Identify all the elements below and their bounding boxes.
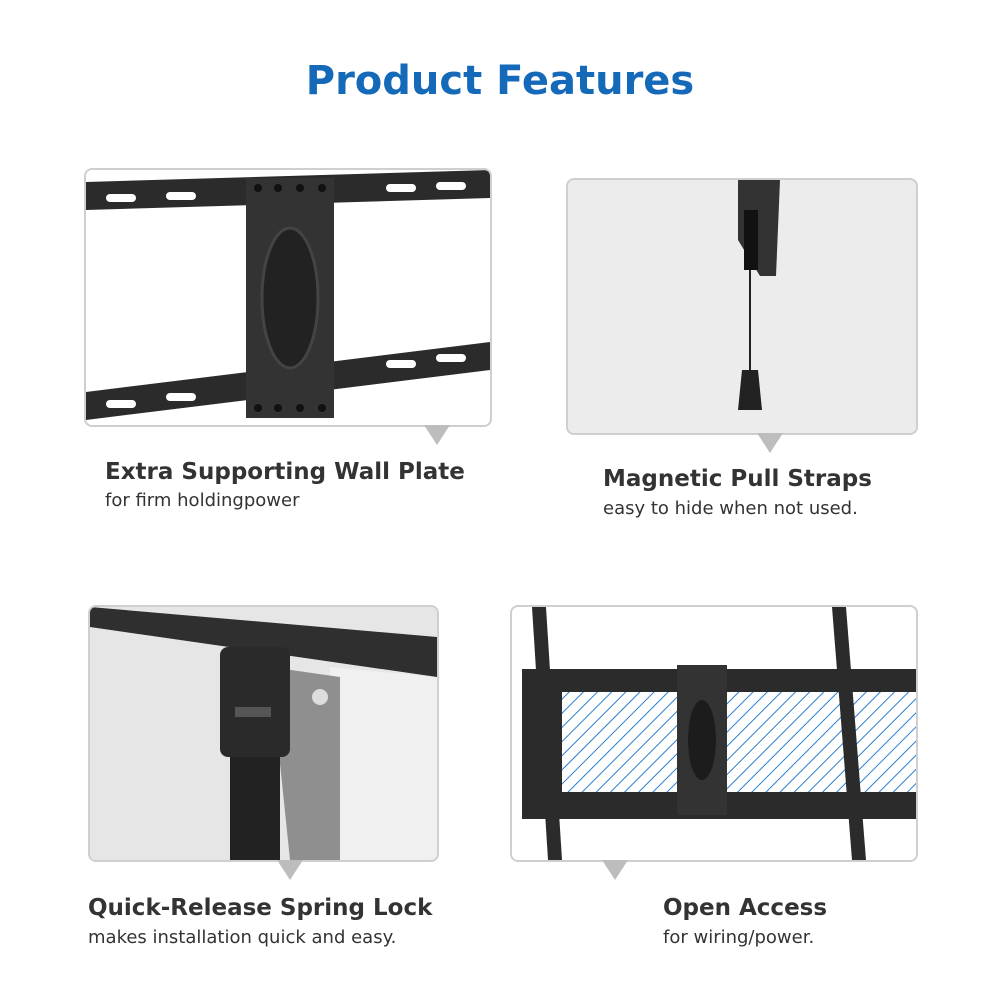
pointer-icon [424, 425, 450, 445]
feature-subtitle: makes installation quick and easy. [88, 927, 397, 948]
pull-strap-image [566, 178, 918, 435]
page-title: Product Features [305, 58, 695, 104]
spring-lock-image [88, 605, 439, 862]
pointer-icon [277, 860, 303, 880]
pointer-icon [602, 860, 628, 880]
open-access-image [510, 605, 918, 862]
feature-subtitle: for firm holdingpower [105, 490, 300, 511]
feature-title: Magnetic Pull Straps [603, 466, 872, 492]
feature-subtitle: easy to hide when not used. [603, 498, 858, 519]
feature-title: Extra Supporting Wall Plate [105, 459, 465, 485]
feature-title: Open Access [663, 895, 828, 921]
pointer-icon [757, 433, 783, 453]
feature-title: Quick-Release Spring Lock [88, 895, 433, 921]
feature-subtitle: for wiring/power. [663, 927, 815, 948]
wall-plate-image [84, 168, 492, 427]
